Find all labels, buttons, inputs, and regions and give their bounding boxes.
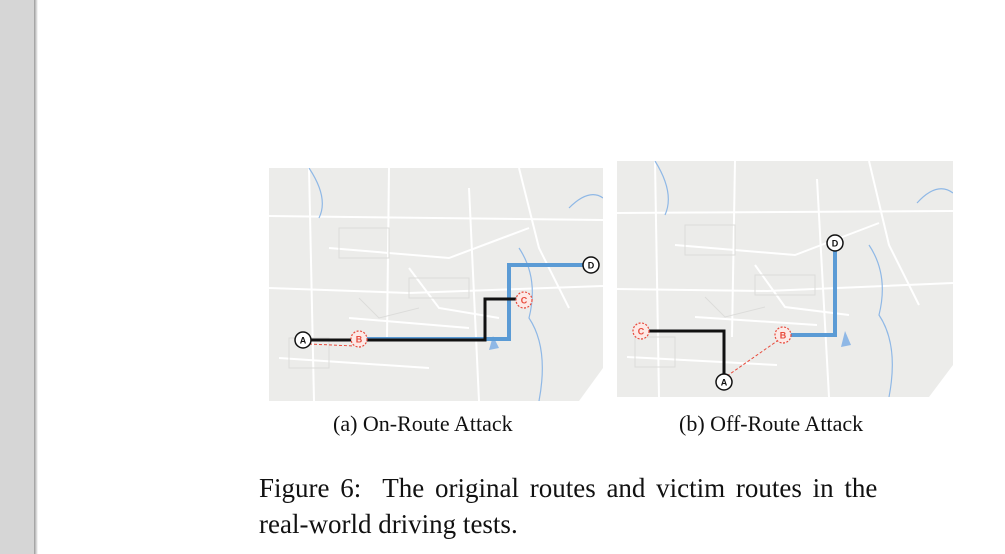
map-on-route-attack: A B C D <box>269 168 603 401</box>
subfigure-caption-b: (b) Off-Route Attack <box>679 411 864 436</box>
svg-text:C: C <box>638 327 645 337</box>
svg-text:D: D <box>832 239 839 249</box>
marker-a: A <box>715 373 733 391</box>
svg-text:C: C <box>521 296 528 306</box>
figure-caption-line-1: Figure 6: The original routes and victim… <box>259 473 878 503</box>
river <box>518 247 543 401</box>
marker-b: B <box>774 326 792 344</box>
lake <box>489 336 499 350</box>
original-route <box>783 243 837 337</box>
viewer-left-gutter <box>0 0 34 554</box>
map-corner <box>929 365 953 397</box>
map-on-route-svg: A B C D <box>269 168 603 401</box>
marker-c: C <box>515 291 533 309</box>
victim-route <box>645 329 726 381</box>
svg-text:B: B <box>780 331 787 341</box>
marker-d: D <box>582 256 600 274</box>
marker-d: D <box>826 234 844 252</box>
marker-b: B <box>350 330 368 348</box>
attack-link <box>726 338 781 377</box>
lake <box>841 331 851 347</box>
river <box>654 161 669 216</box>
map-roads <box>269 168 603 401</box>
map-roads <box>617 161 953 397</box>
subfigure-caption-a: (a) On-Route Attack <box>333 411 513 436</box>
river <box>868 244 893 397</box>
river <box>568 194 603 209</box>
viewer-gutter-shadow <box>34 0 38 554</box>
map-corner <box>579 368 603 401</box>
figure-caption: Figure 6: The original routes and victim… <box>259 470 961 542</box>
svg-text:D: D <box>588 261 595 271</box>
svg-text:B: B <box>356 335 363 345</box>
river <box>916 188 953 204</box>
map-off-route-svg: A B C D <box>617 161 953 397</box>
river <box>308 168 323 219</box>
victim-route <box>303 297 519 342</box>
marker-a: A <box>294 331 312 349</box>
figure-caption-line-2: real-world driving tests. <box>259 509 518 539</box>
svg-text:A: A <box>721 378 728 388</box>
map-off-route-attack: A B C D <box>617 161 953 397</box>
svg-text:A: A <box>300 336 307 346</box>
attack-link <box>308 343 355 347</box>
marker-c: C <box>632 322 650 340</box>
map-minor-roads <box>634 224 816 368</box>
